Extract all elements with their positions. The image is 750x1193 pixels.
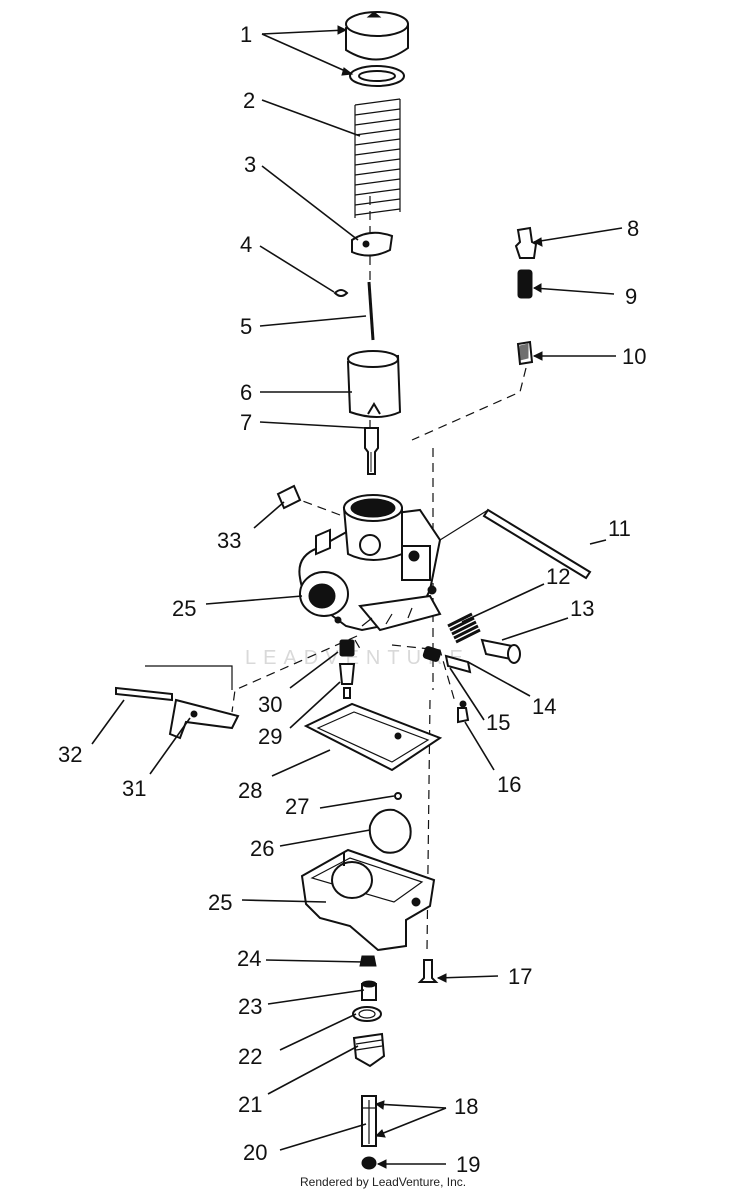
label-10: 10	[622, 344, 646, 369]
choke-rod-part	[439, 508, 592, 580]
label-27: 27	[285, 794, 309, 819]
jet-needle-part	[367, 281, 375, 341]
label-12: 12	[546, 564, 570, 589]
label-9: 9	[625, 284, 637, 309]
spring-part	[354, 98, 401, 218]
carburetor-body-part	[298, 494, 442, 632]
air-screw-part	[514, 226, 538, 259]
label-22: 22	[238, 1044, 262, 1069]
label-30: 30	[258, 692, 282, 717]
label-18: 18	[454, 1094, 478, 1119]
part-number-labels: 1 2 3 4 5 6 7 8 9 10 11 12 13 14 15 16 1…	[58, 22, 646, 1177]
jet-nozzle-part	[516, 340, 534, 366]
label-2: 2	[243, 88, 255, 113]
float-bowl-gasket-part	[303, 702, 443, 772]
washer-part	[349, 65, 405, 87]
retainer-plate-part	[351, 231, 394, 257]
label-20: 20	[243, 1140, 267, 1165]
label-15: 15	[486, 710, 510, 735]
needle-jet-holder-part	[361, 980, 377, 1001]
label-32: 32	[58, 742, 82, 767]
throttle-valve-part	[346, 350, 402, 418]
label-19: 19	[456, 1152, 480, 1177]
choke-lever-part	[115, 665, 240, 740]
idle-screw-part	[480, 638, 521, 664]
label-25-bowl: 25	[208, 890, 232, 915]
leader-arrowheads	[337, 25, 543, 1169]
label-25-body: 25	[172, 596, 196, 621]
label-3: 3	[244, 152, 256, 177]
label-17: 17	[508, 964, 532, 989]
jet-cap-part	[361, 1156, 377, 1170]
credit-text: Rendered by LeadVenture, Inc.	[300, 1175, 466, 1189]
pilot-screw-part	[422, 646, 472, 674]
label-31: 31	[122, 776, 146, 801]
emulsion-tube-part	[352, 1032, 386, 1068]
o-ring-part	[352, 1006, 382, 1022]
label-11: 11	[608, 516, 631, 541]
needle-jet-part	[364, 427, 379, 475]
label-16: 16	[497, 772, 521, 797]
idle-spring-part	[447, 612, 481, 644]
label-5: 5	[240, 314, 252, 339]
pilot-jet-part	[457, 700, 470, 724]
label-8: 8	[627, 216, 639, 241]
label-7: 7	[240, 410, 252, 435]
label-33: 33	[217, 528, 241, 553]
main-jet-part	[359, 955, 377, 967]
jet-tube-part	[361, 1095, 377, 1147]
label-14: 14	[532, 694, 556, 719]
label-28: 28	[238, 778, 262, 803]
spring-small-part	[517, 269, 533, 299]
watermark: LEADVENTURE	[245, 647, 470, 669]
label-6: 6	[240, 380, 252, 405]
label-4: 4	[240, 232, 252, 257]
drain-screw-part	[417, 959, 439, 983]
label-29: 29	[258, 724, 282, 749]
label-23: 23	[238, 994, 262, 1019]
leader-lines	[91, 29, 623, 1165]
float-bowl-part	[300, 848, 436, 952]
label-26: 26	[250, 836, 274, 861]
main-jet-holder-part	[338, 639, 356, 699]
float-part	[368, 808, 412, 854]
clip-part	[333, 289, 349, 297]
label-21: 21	[238, 1092, 262, 1117]
label-13: 13	[570, 596, 594, 621]
label-24: 24	[237, 946, 261, 971]
cap-part	[345, 11, 409, 61]
float-pin-part	[394, 792, 402, 800]
label-1: 1	[240, 22, 252, 47]
